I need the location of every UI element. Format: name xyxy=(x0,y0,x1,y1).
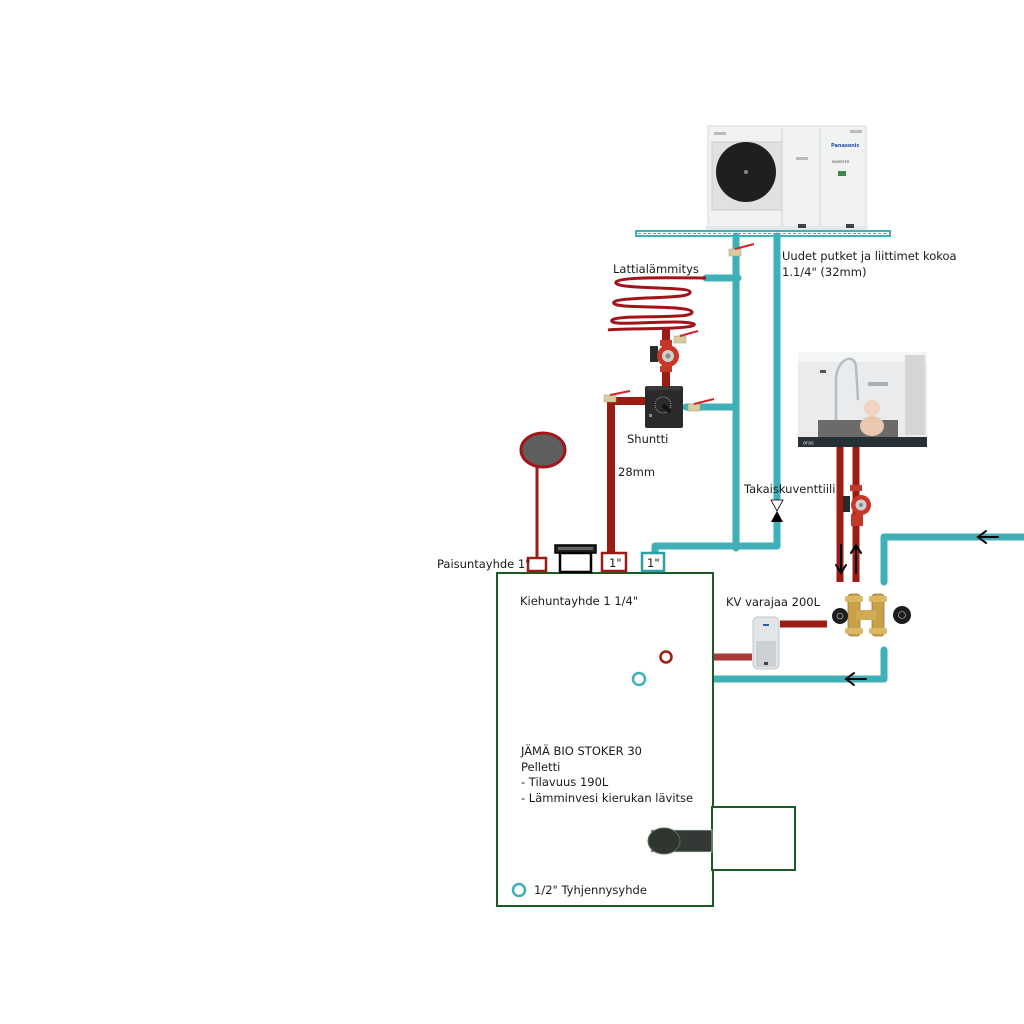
expansion-connection-label: Paisuntayhde 1" xyxy=(437,557,531,571)
faucet-photo: oras xyxy=(798,352,927,447)
boiler xyxy=(496,572,796,907)
mixing-valve[interactable] xyxy=(832,593,911,637)
circulation-pump-floor xyxy=(650,340,679,372)
pipe-dhw-loop-bottom xyxy=(642,646,888,683)
boiler-volume: - Tilavuus 190L xyxy=(521,775,609,789)
flow-arrows xyxy=(569,530,999,686)
check-valve-label: Takaiskuventtiili xyxy=(743,482,835,496)
circulation-pump-dhw xyxy=(843,485,871,526)
floor-heating-coil xyxy=(607,276,707,332)
pipe-to-boiler-return xyxy=(651,542,740,562)
shunt-label: Shuntti xyxy=(627,432,668,446)
pipe-check-valve-down xyxy=(732,518,781,550)
return-connection-size: 1" xyxy=(647,556,660,570)
header-pipe xyxy=(635,230,891,237)
supply-connection-size: 1" xyxy=(609,556,622,570)
pipe-size-note-line1: Uudet putket ja liittimet kokoa xyxy=(782,249,957,263)
check-valve-icon xyxy=(770,499,784,522)
water-heater-label: KV varajaa 200L xyxy=(726,595,821,609)
return-connection: 1" xyxy=(640,551,666,573)
floor-heating-label: Lattialämmitys xyxy=(613,262,699,276)
arrow-left-icon xyxy=(844,672,867,686)
boiler-dhw-note: - Lämminvesi kierukan lävitse xyxy=(521,791,693,805)
expansion-tank xyxy=(519,431,567,469)
drain-connection-label: 1/2" Tyhjennysyhde xyxy=(534,883,647,897)
valve-knob-left-icon[interactable] xyxy=(832,608,848,624)
drain-connection-icon xyxy=(511,882,527,898)
boiler-fuel: Pelletti xyxy=(521,760,560,774)
coil-hot-outlet xyxy=(659,650,673,664)
shunt-valve[interactable] xyxy=(645,386,683,428)
ball-valve-unit[interactable] xyxy=(728,243,755,257)
arrow-left-icon xyxy=(976,530,999,544)
heat-pump-unit: Panasonic INVERTER xyxy=(706,125,868,231)
supply-connection: 1" xyxy=(600,551,628,573)
heat-pump-brand: Panasonic xyxy=(831,143,860,149)
boil-connection xyxy=(554,544,597,574)
ball-valve-shunt-right[interactable] xyxy=(687,398,715,412)
ball-valve-shunt-left[interactable] xyxy=(603,390,631,403)
arrow-down-icon xyxy=(835,544,847,575)
expansion-connection xyxy=(526,556,548,573)
return-pipes xyxy=(642,232,1024,683)
heat-pump-badge: INVERTER xyxy=(832,160,850,164)
arrow-up-icon xyxy=(850,543,862,574)
water-heater xyxy=(752,616,780,670)
pipe-dhw-loop-top xyxy=(880,533,1024,586)
burner-housing xyxy=(711,806,796,871)
boil-connection-label: Kiehuntayhde 1 1/4" xyxy=(520,594,638,608)
pipe-28mm-label: 28mm xyxy=(618,465,655,479)
coil-cold-inlet xyxy=(631,671,647,687)
boiler-title: JÄMÄ BIO STOKER 30 xyxy=(520,743,642,758)
ball-valve-coil[interactable] xyxy=(673,330,699,344)
pipe-size-note-line2: 1.1/4" (32mm) xyxy=(782,265,866,279)
faucet-photo-caption: oras xyxy=(803,441,814,447)
valve-knob-right-icon[interactable] xyxy=(893,606,911,624)
